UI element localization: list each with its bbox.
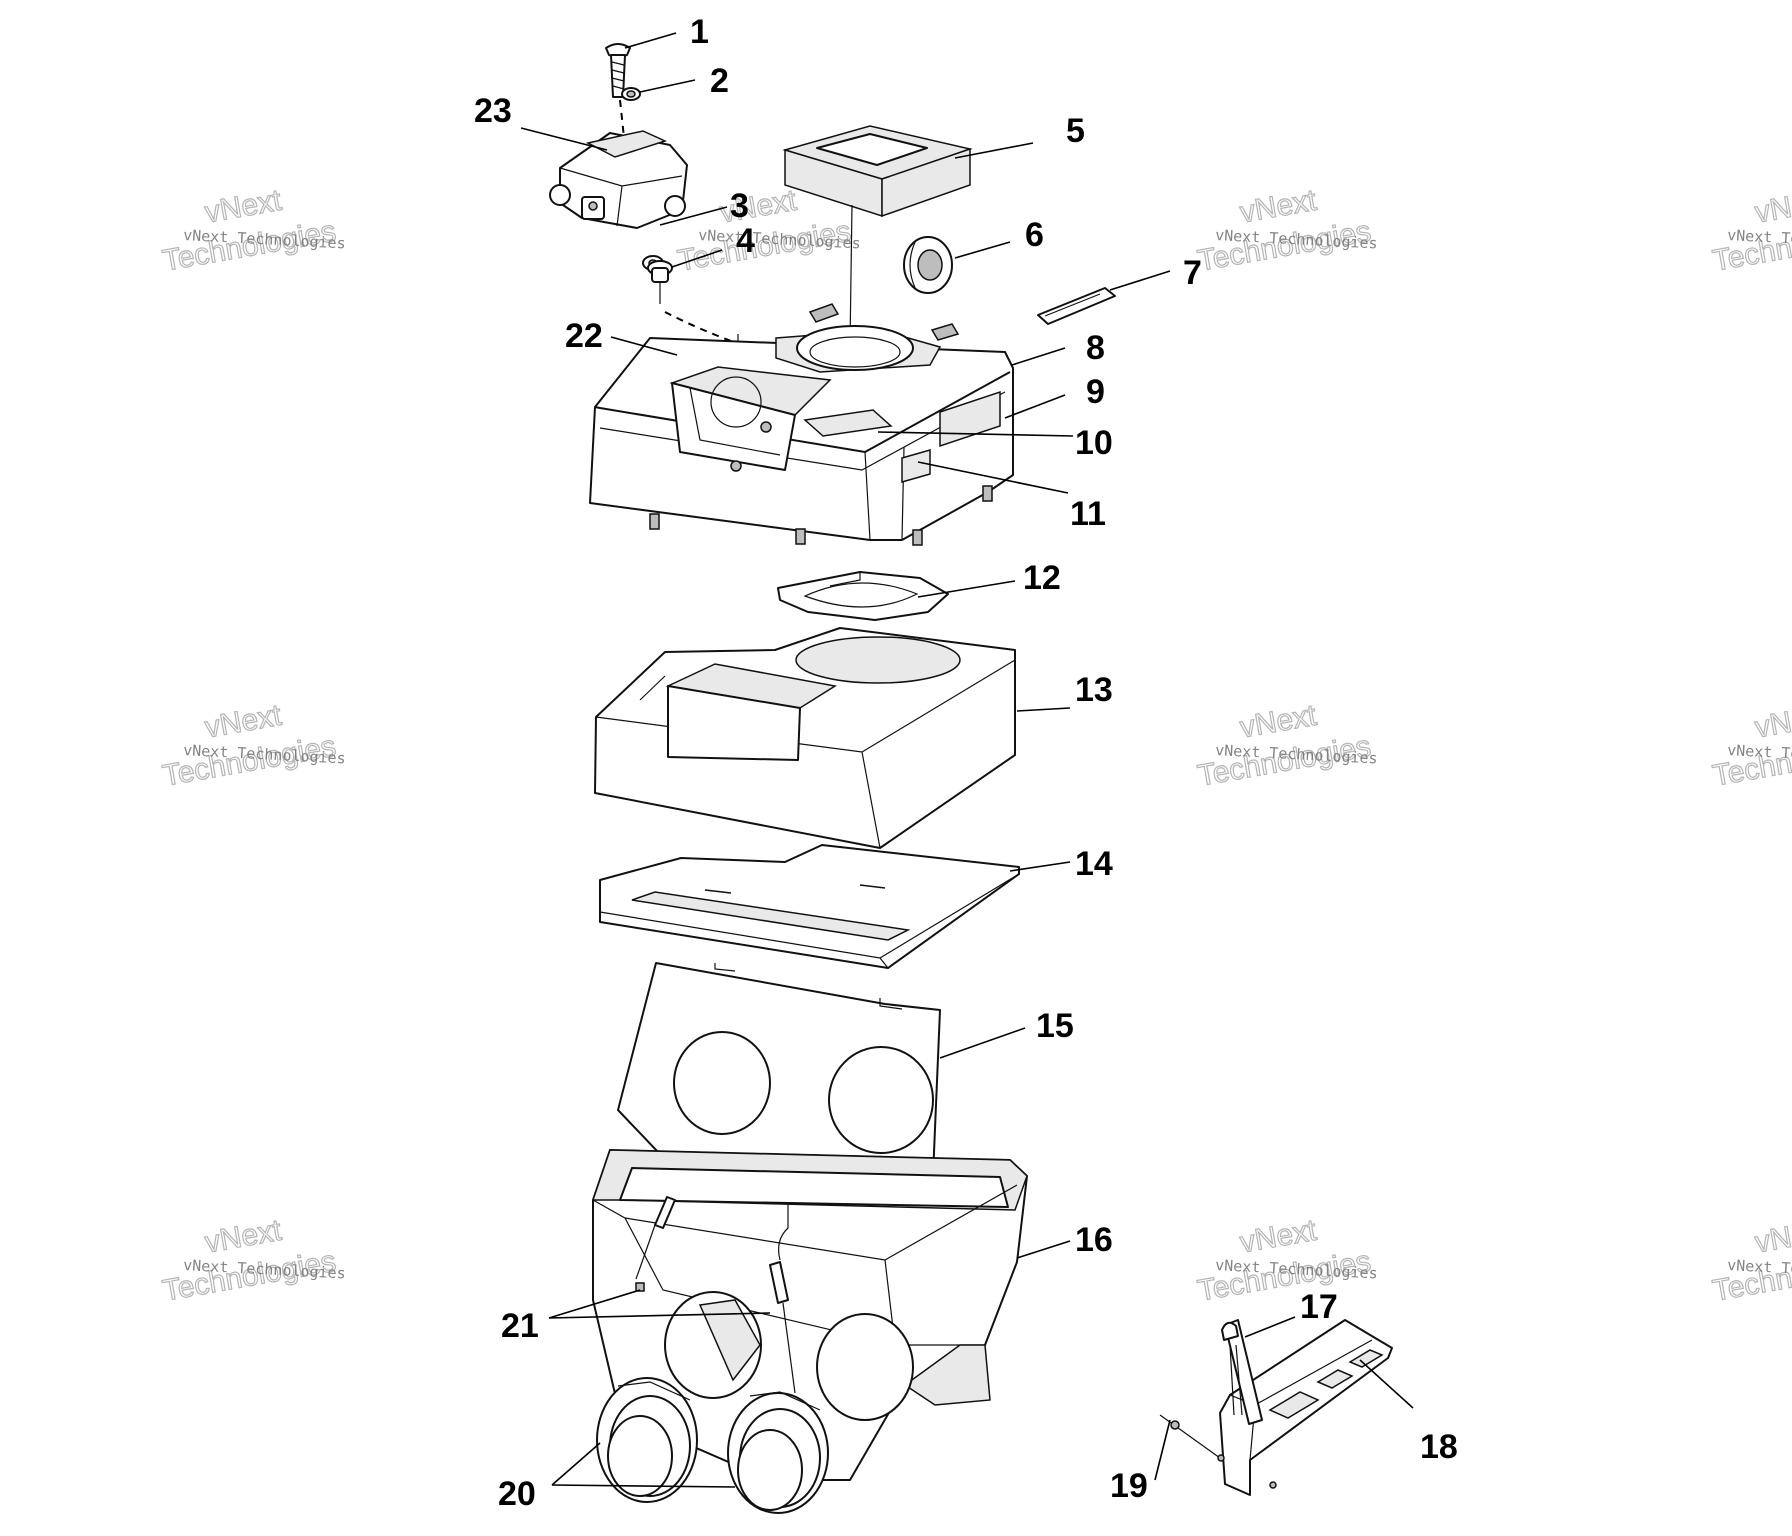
watermark-big-top: vNext (1752, 1214, 1792, 1260)
callout-13: 13 (1075, 671, 1113, 709)
assembly-axis-5 (849, 204, 853, 346)
watermark-big-top: vNext (1237, 1214, 1319, 1260)
watermark-big-top: vNext (1752, 184, 1792, 230)
leader-lines (520, 32, 1414, 1488)
callout-7: 7 (1183, 254, 1202, 292)
callout-3: 3 (730, 187, 749, 225)
watermark-tile: vNext Technologies (160, 1213, 339, 1308)
part-23-module (549, 130, 688, 229)
watermark-big-top: vNext (1752, 699, 1792, 745)
part-17-18-19-bracket (1159, 1319, 1393, 1496)
callout-20: 20 (498, 1475, 536, 1513)
part-5-foam (782, 125, 973, 218)
watermark-tile: vNext Technologies (160, 183, 339, 278)
watermark-big-top: vNext (202, 184, 284, 230)
callout-18: 18 (1420, 1428, 1458, 1466)
watermark-big-top: vNext (202, 699, 284, 745)
part-12-gasket (777, 571, 949, 621)
part-20-boots (596, 1377, 829, 1514)
watermark-big-top: vNext (1237, 699, 1319, 745)
watermark-big-top: vNext (202, 1214, 284, 1260)
callout-22: 22 (565, 317, 603, 355)
callout-6: 6 (1025, 216, 1044, 254)
callout-14: 14 (1075, 845, 1113, 883)
callout-15: 15 (1036, 1007, 1074, 1045)
part-21-sensors (635, 1196, 796, 1394)
part-16-airbox-base (591, 1149, 1028, 1481)
watermark-big-top: vNext (1237, 184, 1319, 230)
part-14-plate (599, 844, 1020, 969)
part-13-filter-block (594, 627, 1016, 849)
callout-2: 2 (710, 62, 729, 100)
part-6-seal (903, 236, 953, 294)
callout-17: 17 (1300, 1288, 1338, 1326)
callout-11: 11 (1070, 495, 1106, 533)
callout-5: 5 (1066, 112, 1085, 150)
part-22-airbox-cover (589, 303, 1014, 546)
watermark-tile: vNext Technologies (160, 698, 339, 793)
part-2-washer (621, 87, 641, 101)
callout-8: 8 (1086, 329, 1105, 367)
callout-10: 10 (1075, 424, 1113, 462)
callout-21: 21 (501, 1307, 539, 1345)
assembly-axis-4 (664, 311, 743, 346)
callout-4: 4 (736, 222, 755, 260)
part-4-fitting (647, 260, 673, 304)
callout-12: 12 (1023, 559, 1061, 597)
callout-19: 19 (1110, 1467, 1148, 1505)
callout-9: 9 (1086, 373, 1105, 411)
part-1-screw (605, 43, 631, 98)
part-7-strip (1037, 287, 1116, 325)
callout-16: 16 (1075, 1221, 1113, 1259)
callout-1: 1 (690, 13, 709, 51)
callout-23: 23 (474, 92, 512, 130)
callout-labels: 1 2 3 4 5 6 7 8 9 10 11 12 13 14 15 16 1… (474, 13, 1458, 1513)
